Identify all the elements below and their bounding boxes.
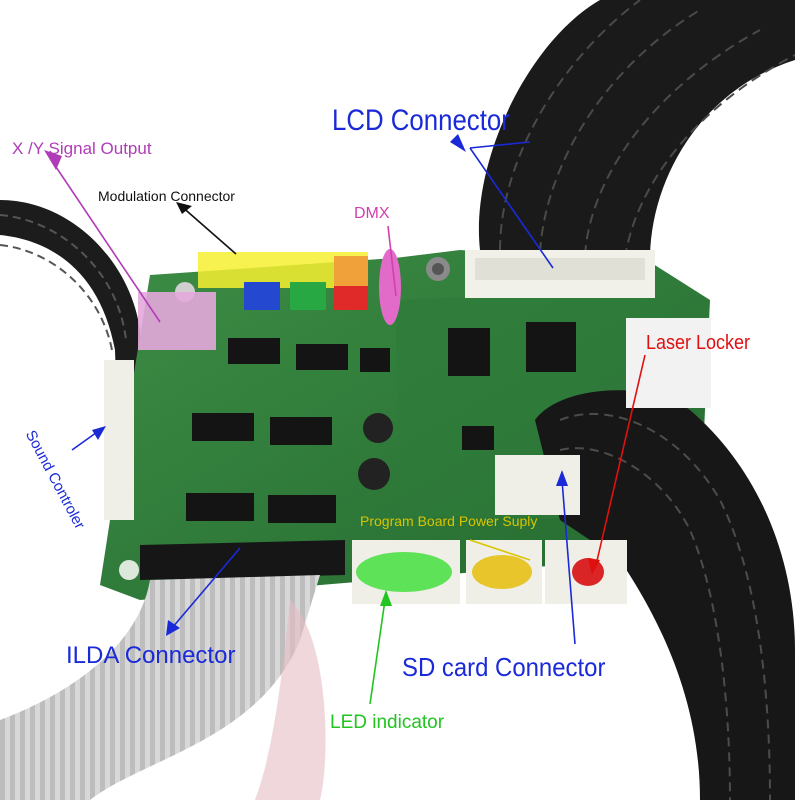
lcd-connector-header: [465, 250, 655, 298]
board-sticker: [626, 318, 711, 408]
sound-connector: [104, 360, 134, 520]
laser-locker-label: Laser Locker: [646, 332, 751, 354]
bottom-connectors: [352, 455, 627, 604]
modulation-connector-label: Modulation Connector: [98, 188, 235, 204]
capacitors: [358, 413, 393, 490]
led-indicator-label: LED indicator: [330, 712, 445, 733]
sound-controller-cable: [0, 200, 140, 500]
lcd-connector-label: LCD Connector: [332, 104, 510, 137]
lcd-cable: [478, 0, 795, 260]
program-board-power-label: Program Board Power Suply: [360, 513, 538, 529]
ic-chips: [186, 322, 576, 523]
ilda-connector-label: ILDA Connector: [66, 642, 236, 669]
modulation-connectors: [138, 249, 401, 350]
sd-card-cable: [535, 390, 795, 800]
ilda-connector: [0, 540, 345, 800]
annotation-arrows: [44, 134, 646, 705]
xy-signal-output-label: X /Y Signal Output: [12, 139, 152, 158]
dmx-label: DMX: [354, 205, 390, 222]
sd-card-connector-label: SD card Connector: [402, 652, 606, 682]
